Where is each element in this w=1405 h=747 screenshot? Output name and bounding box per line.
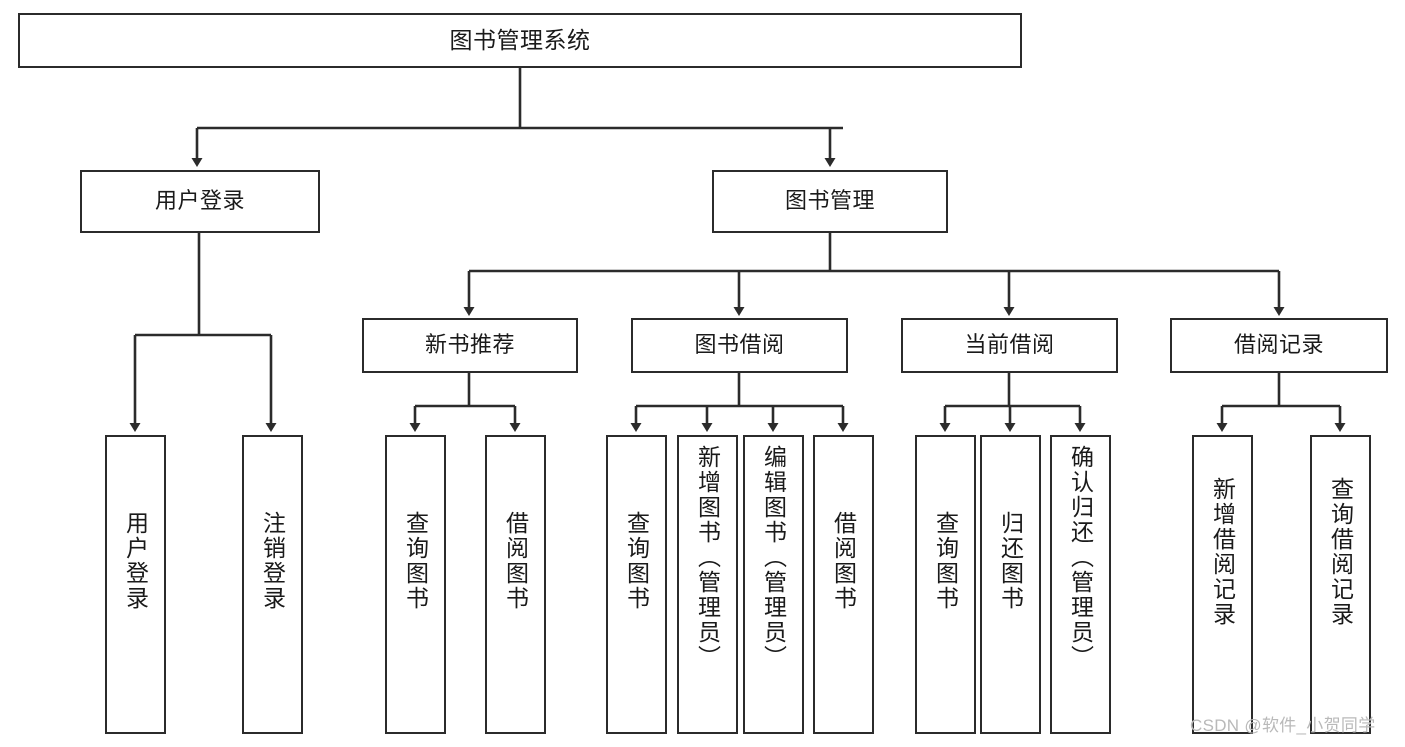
leaf-currentborrow-confirm-return-admin[interactable]: 确认归还（管理员） — [1050, 435, 1111, 734]
leaf-records-add-borrow-record[interactable]: 新增借阅记录 — [1192, 435, 1253, 734]
node-label: 借阅图书 — [830, 511, 857, 611]
leaf-bookborrow-borrow-book[interactable]: 借阅图书 — [813, 435, 874, 734]
node-label: 借阅记录 — [1233, 332, 1324, 358]
node-book-borrow[interactable]: 图书借阅 — [631, 318, 848, 373]
csdn-watermark: CSDN @软件_小贺同学 — [1190, 716, 1376, 735]
leaf-user-login[interactable]: 用户登录 — [105, 435, 166, 734]
node-label: 新增借阅记录 — [1209, 477, 1236, 627]
node-label: 查询图书 — [402, 511, 429, 611]
leaf-newbook-query-book[interactable]: 查询图书 — [385, 435, 446, 734]
node-label: 确认归还（管理员） — [1067, 445, 1094, 670]
node-label: 图书管理系统 — [449, 26, 591, 53]
leaf-records-query-borrow-record[interactable]: 查询借阅记录 — [1310, 435, 1371, 734]
node-book-management[interactable]: 图书管理 — [712, 170, 948, 233]
node-label: 注销登录 — [259, 511, 286, 611]
node-user-login[interactable]: 用户登录 — [80, 170, 320, 233]
node-label: 当前借阅 — [964, 332, 1055, 358]
node-label: 借阅图书 — [502, 511, 529, 611]
node-label: 图书借阅 — [694, 332, 785, 358]
node-label: 新书推荐 — [424, 332, 515, 358]
node-borrow-records[interactable]: 借阅记录 — [1170, 318, 1388, 373]
leaf-logout[interactable]: 注销登录 — [242, 435, 303, 734]
leaf-bookborrow-query-book[interactable]: 查询图书 — [606, 435, 667, 734]
node-label: 用户登录 — [154, 188, 245, 214]
leaf-newbook-borrow-book[interactable]: 借阅图书 — [485, 435, 546, 734]
leaf-bookborrow-add-book-admin[interactable]: 新增图书（管理员） — [677, 435, 738, 734]
node-current-borrow[interactable]: 当前借阅 — [901, 318, 1118, 373]
node-label: 编辑图书（管理员） — [760, 445, 787, 670]
leaf-currentborrow-return-book[interactable]: 归还图书 — [980, 435, 1041, 734]
leaf-bookborrow-edit-book-admin[interactable]: 编辑图书（管理员） — [743, 435, 804, 734]
node-label: 查询借阅记录 — [1327, 477, 1354, 627]
node-label: 图书管理 — [784, 188, 875, 214]
node-new-book-recommend[interactable]: 新书推荐 — [362, 318, 578, 373]
node-label: 用户登录 — [122, 511, 149, 611]
node-label: 查询图书 — [623, 511, 650, 611]
leaf-currentborrow-query-book[interactable]: 查询图书 — [915, 435, 976, 734]
node-label: 归还图书 — [997, 511, 1024, 611]
node-label: 查询图书 — [932, 511, 959, 611]
node-label: 新增图书（管理员） — [694, 445, 721, 670]
node-root-system[interactable]: 图书管理系统 — [18, 13, 1022, 68]
